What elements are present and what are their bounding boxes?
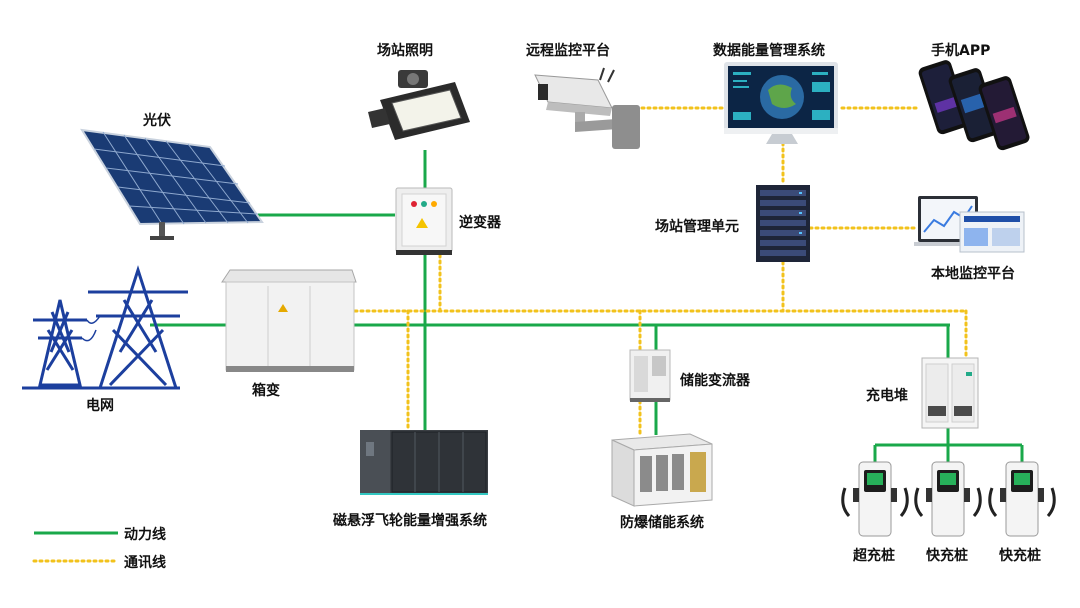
label-flywheel: 磁悬浮飞轮能量增强系统 bbox=[333, 513, 487, 529]
smartphone-icon bbox=[918, 60, 1030, 151]
label-local-monitor: 本地监控平台 bbox=[931, 266, 1015, 282]
label-charging-stack: 充电堆 bbox=[866, 388, 908, 404]
inverter-cabinet-icon bbox=[395, 187, 453, 255]
label-box-transformer: 箱变 bbox=[252, 383, 280, 399]
converter-cabinet-icon bbox=[629, 349, 671, 402]
ev-charger-icon-2 bbox=[914, 461, 982, 537]
substation-box-icon bbox=[221, 269, 357, 372]
legend-power-label: 动力线 bbox=[124, 527, 166, 543]
label-app: 手机APP bbox=[931, 43, 991, 59]
label-fast-charger-2: 快充桩 bbox=[999, 548, 1041, 564]
solar-panel-icon bbox=[80, 128, 264, 240]
label-super-charger: 超充桩 bbox=[853, 548, 895, 564]
label-pcs: 储能变流器 bbox=[680, 373, 750, 389]
laptop-dashboard-icon bbox=[914, 196, 1025, 253]
label-inverter: 逆变器 bbox=[459, 215, 501, 231]
transmission-tower-icon bbox=[22, 265, 188, 390]
label-ems: 数据能量管理系统 bbox=[713, 43, 825, 59]
label-remote-monitor: 远程监控平台 bbox=[526, 43, 610, 59]
ev-charger-icon-3 bbox=[988, 461, 1056, 537]
legend-comm-label: 通讯线 bbox=[124, 555, 166, 571]
label-fast-charger-1: 快充桩 bbox=[926, 548, 968, 564]
label-lighting: 场站照明 bbox=[377, 43, 433, 59]
charging-cabinet-icon bbox=[921, 357, 979, 429]
flywheel-container-icon bbox=[360, 430, 488, 495]
server-rack-icon bbox=[756, 185, 810, 262]
floodlight-icon bbox=[368, 70, 470, 140]
label-storage: 防爆储能系统 bbox=[620, 515, 704, 531]
battery-container-icon bbox=[611, 433, 713, 507]
ev-charger-icon-1 bbox=[841, 461, 909, 537]
label-station-unit: 场站管理单元 bbox=[655, 219, 739, 235]
comm-lines bbox=[353, 106, 968, 437]
label-solar: 光伏 bbox=[143, 113, 171, 129]
monitor-icon bbox=[724, 62, 838, 144]
cctv-camera-icon bbox=[534, 67, 640, 149]
label-grid: 电网 bbox=[86, 398, 114, 414]
